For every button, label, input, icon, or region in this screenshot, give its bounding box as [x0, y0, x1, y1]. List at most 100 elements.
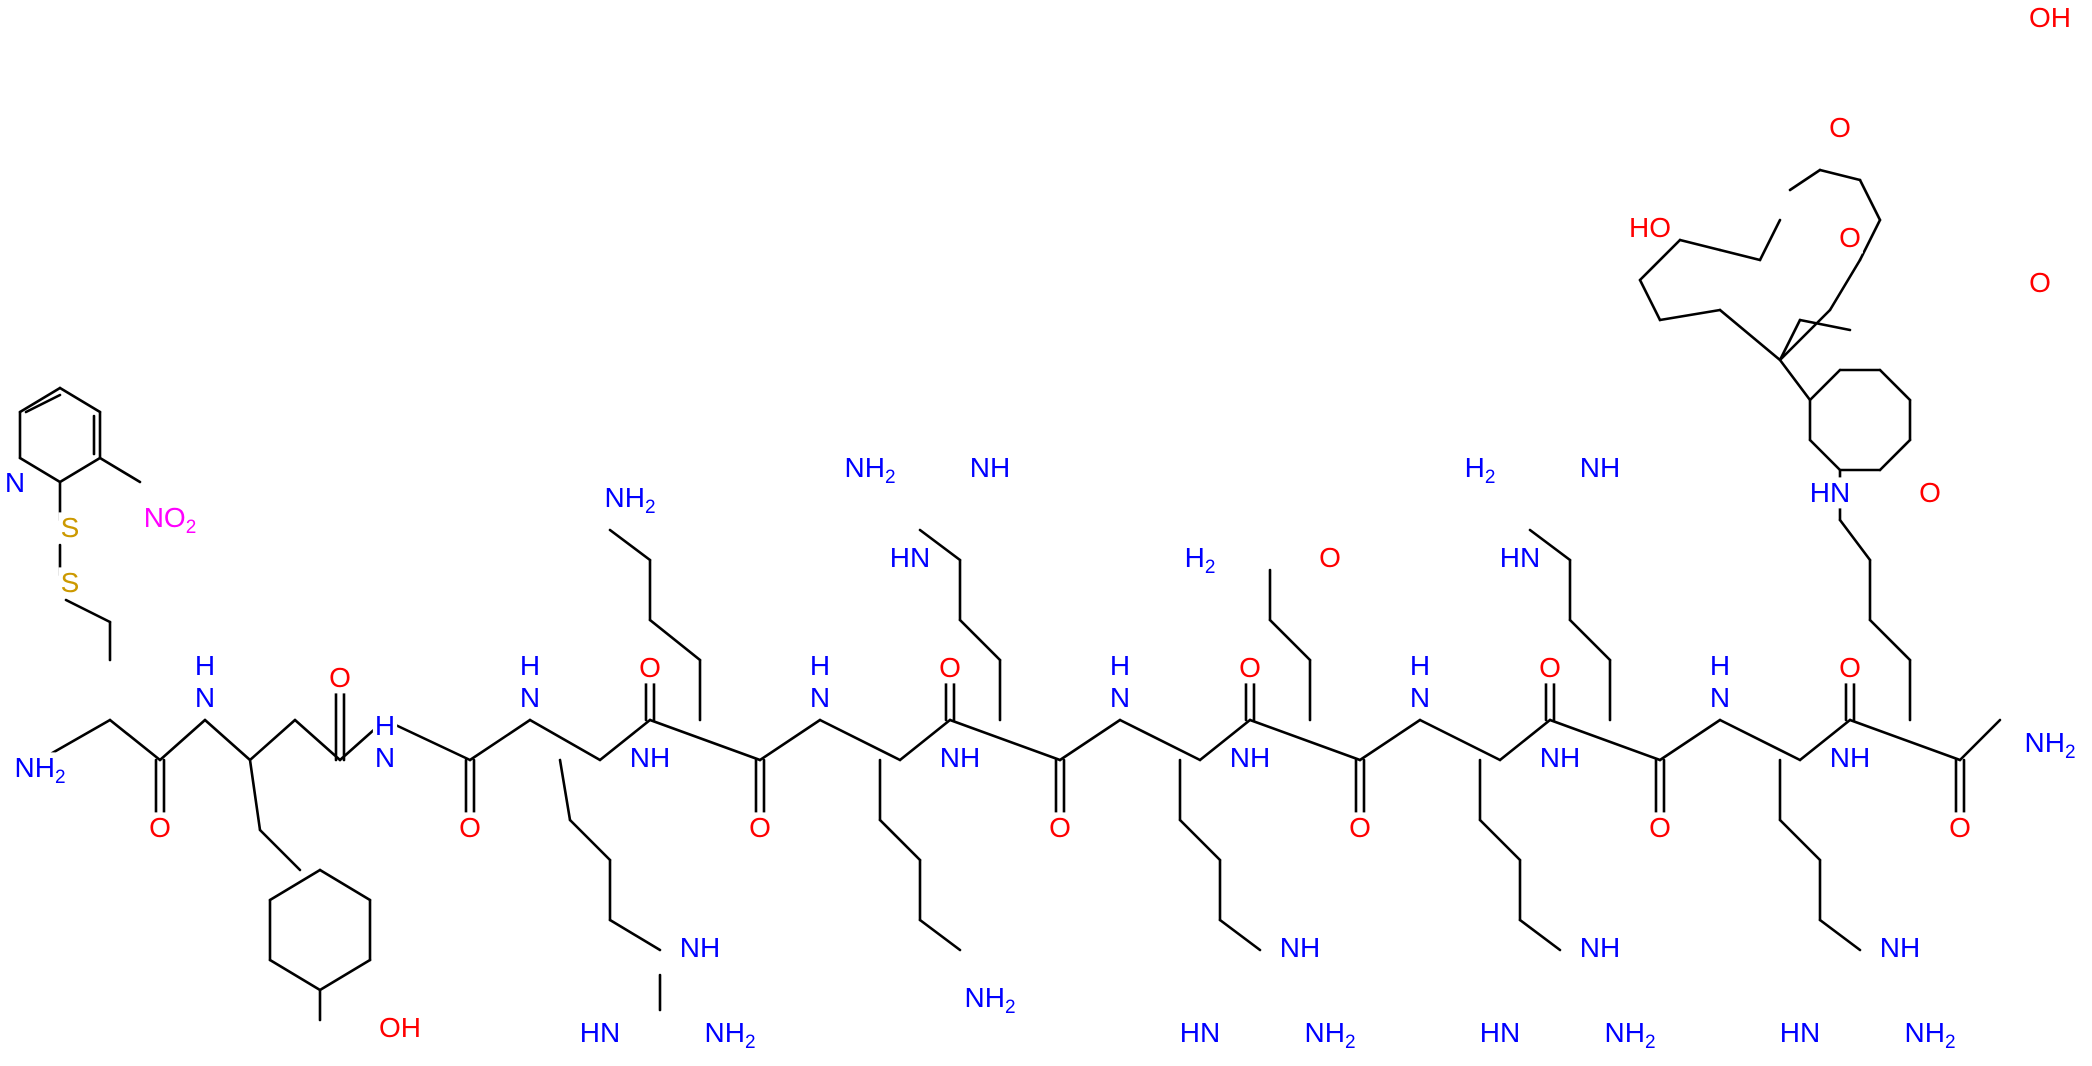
fluor-benzo-ring: [1808, 368, 1842, 402]
peptide-backbone: [108, 718, 162, 762]
fluor-xanthene-left: [1658, 308, 1722, 322]
peptide-backbone: [818, 718, 902, 762]
atom-label-arg6_gNH: NH: [1880, 932, 1920, 963]
peptide-backbone: [1798, 718, 1852, 762]
label-bg: [1537, 742, 1583, 774]
label-bg: [1602, 1017, 1658, 1054]
fluor-xanthene-right: [1818, 168, 1862, 182]
label-bg: [1877, 932, 1923, 964]
tyr-sidechain: [248, 758, 262, 832]
fluor-benzo-ring: [1878, 438, 1912, 472]
atom-label-lys1_NH2: NH2: [604, 482, 655, 518]
label-bg: [141, 502, 199, 539]
label-bg: [1577, 932, 1623, 964]
tyr-sidechain: [258, 828, 302, 872]
tyr-ring: [268, 868, 322, 902]
arg3-sidechain: [1218, 918, 1262, 952]
label-bg: [1827, 742, 1873, 774]
label-bg: [1227, 742, 1273, 774]
atom-label-lys3_HN: HN: [1810, 477, 1850, 508]
peptide-backbone: [1358, 718, 1422, 762]
fluor-xanthene-left: [1638, 238, 1682, 282]
label-bg: [377, 1012, 423, 1044]
atom-label-arg5_O: O: [1649, 812, 1671, 843]
atom-label-arg5_gH2N: H2: [1465, 452, 1496, 488]
label-bg: [58, 567, 82, 599]
label-bg: [887, 542, 933, 574]
atom-label-arg2_NH: NH: [940, 742, 980, 773]
peptide-backbone: [1958, 718, 2002, 762]
label-bg: [1237, 652, 1263, 684]
fluor-xanthene-left: [1758, 218, 1782, 262]
label-bg: [2027, 267, 2053, 299]
atom-label-arg6_gHN: HN: [1780, 1017, 1820, 1048]
atom-label-gly_O: O: [459, 812, 481, 843]
peptide-backbone: [468, 718, 532, 762]
fluor-xanthene-right: [1778, 308, 1832, 362]
atom-label-lys3_NH: NH: [1830, 742, 1870, 773]
atom-label-arg4_gNH: NH: [1580, 932, 1620, 963]
arg5-sidechain: [1528, 528, 1572, 562]
label-bg: [962, 982, 1018, 1019]
label-bg: [577, 1017, 623, 1049]
atom-label-arg3_gHN: HN: [1180, 1017, 1220, 1048]
peptide-backbone: [758, 718, 822, 762]
atom-label-lys1_O: O: [749, 812, 771, 843]
atom-label-arg4_gNH2: NH2: [1604, 1017, 1655, 1053]
label-bg: [1627, 212, 1673, 244]
lys2-sidechain: [918, 918, 962, 952]
label-bg: [2027, 2, 2073, 34]
lys1-sidechain: [608, 528, 652, 562]
atom-label-arg2_O: O: [1049, 812, 1071, 843]
label-bg: [1302, 1017, 1358, 1054]
label-bg: [1837, 222, 1863, 254]
atom-label-arg3_gNH2: NH2: [1304, 1017, 1355, 1053]
label-bg: [1947, 812, 1973, 844]
lys2-sidechain: [878, 818, 922, 862]
fluor-xanthene-left: [1638, 278, 1662, 322]
label-bg: [1837, 652, 1863, 684]
label-bg: [1497, 542, 1543, 574]
tyr-ring: [318, 868, 372, 902]
label-bg: [1347, 812, 1373, 844]
pyridine-ring: [18, 386, 62, 414]
arg6-sidechain: [1818, 918, 1862, 952]
label-bg: [1647, 812, 1673, 844]
label-bg: [147, 812, 173, 844]
fluor-benzo-ring: [1808, 438, 1842, 472]
label-bg: [637, 652, 663, 684]
pyridine-ring: [58, 386, 102, 414]
label-bg: [937, 742, 983, 774]
gln-sidechain: [1268, 618, 1312, 662]
label-bg: [842, 452, 898, 489]
label-bg: [1577, 452, 1623, 484]
fluor-xanthene-right: [1858, 178, 1882, 222]
fluor-xanthene-left: [1678, 238, 1722, 252]
atom-label-fl_lactO: O: [1839, 222, 1861, 253]
pyr-nitro-bond: [98, 456, 142, 484]
atom-label-arg2_gHN: HN: [890, 542, 930, 573]
peptide-backbone: [648, 718, 762, 762]
atom-label-arg6_gNH2: NH2: [1904, 1017, 1955, 1053]
label-bg: [1707, 650, 1733, 714]
peptide-backbone: [1118, 718, 1202, 762]
atom-label-arg2_gNH: NH: [970, 452, 1010, 483]
atom-label-lys3_O: O: [1949, 812, 1971, 843]
label-bg: [1462, 452, 1498, 489]
peptide-backbone: [293, 718, 342, 762]
label-bg: [1777, 1017, 1823, 1049]
atom-label-lys1_NH: NH: [630, 742, 670, 773]
label-bg: [1917, 477, 1943, 509]
lys1-sidechain: [648, 618, 702, 662]
arg2-sidechain: [958, 618, 1002, 662]
peptide-backbone: [1548, 718, 1662, 762]
atom-label-pyr_N: N: [5, 467, 25, 498]
label-bg: [1107, 650, 1133, 714]
peptide-backbone: [1718, 718, 1802, 762]
